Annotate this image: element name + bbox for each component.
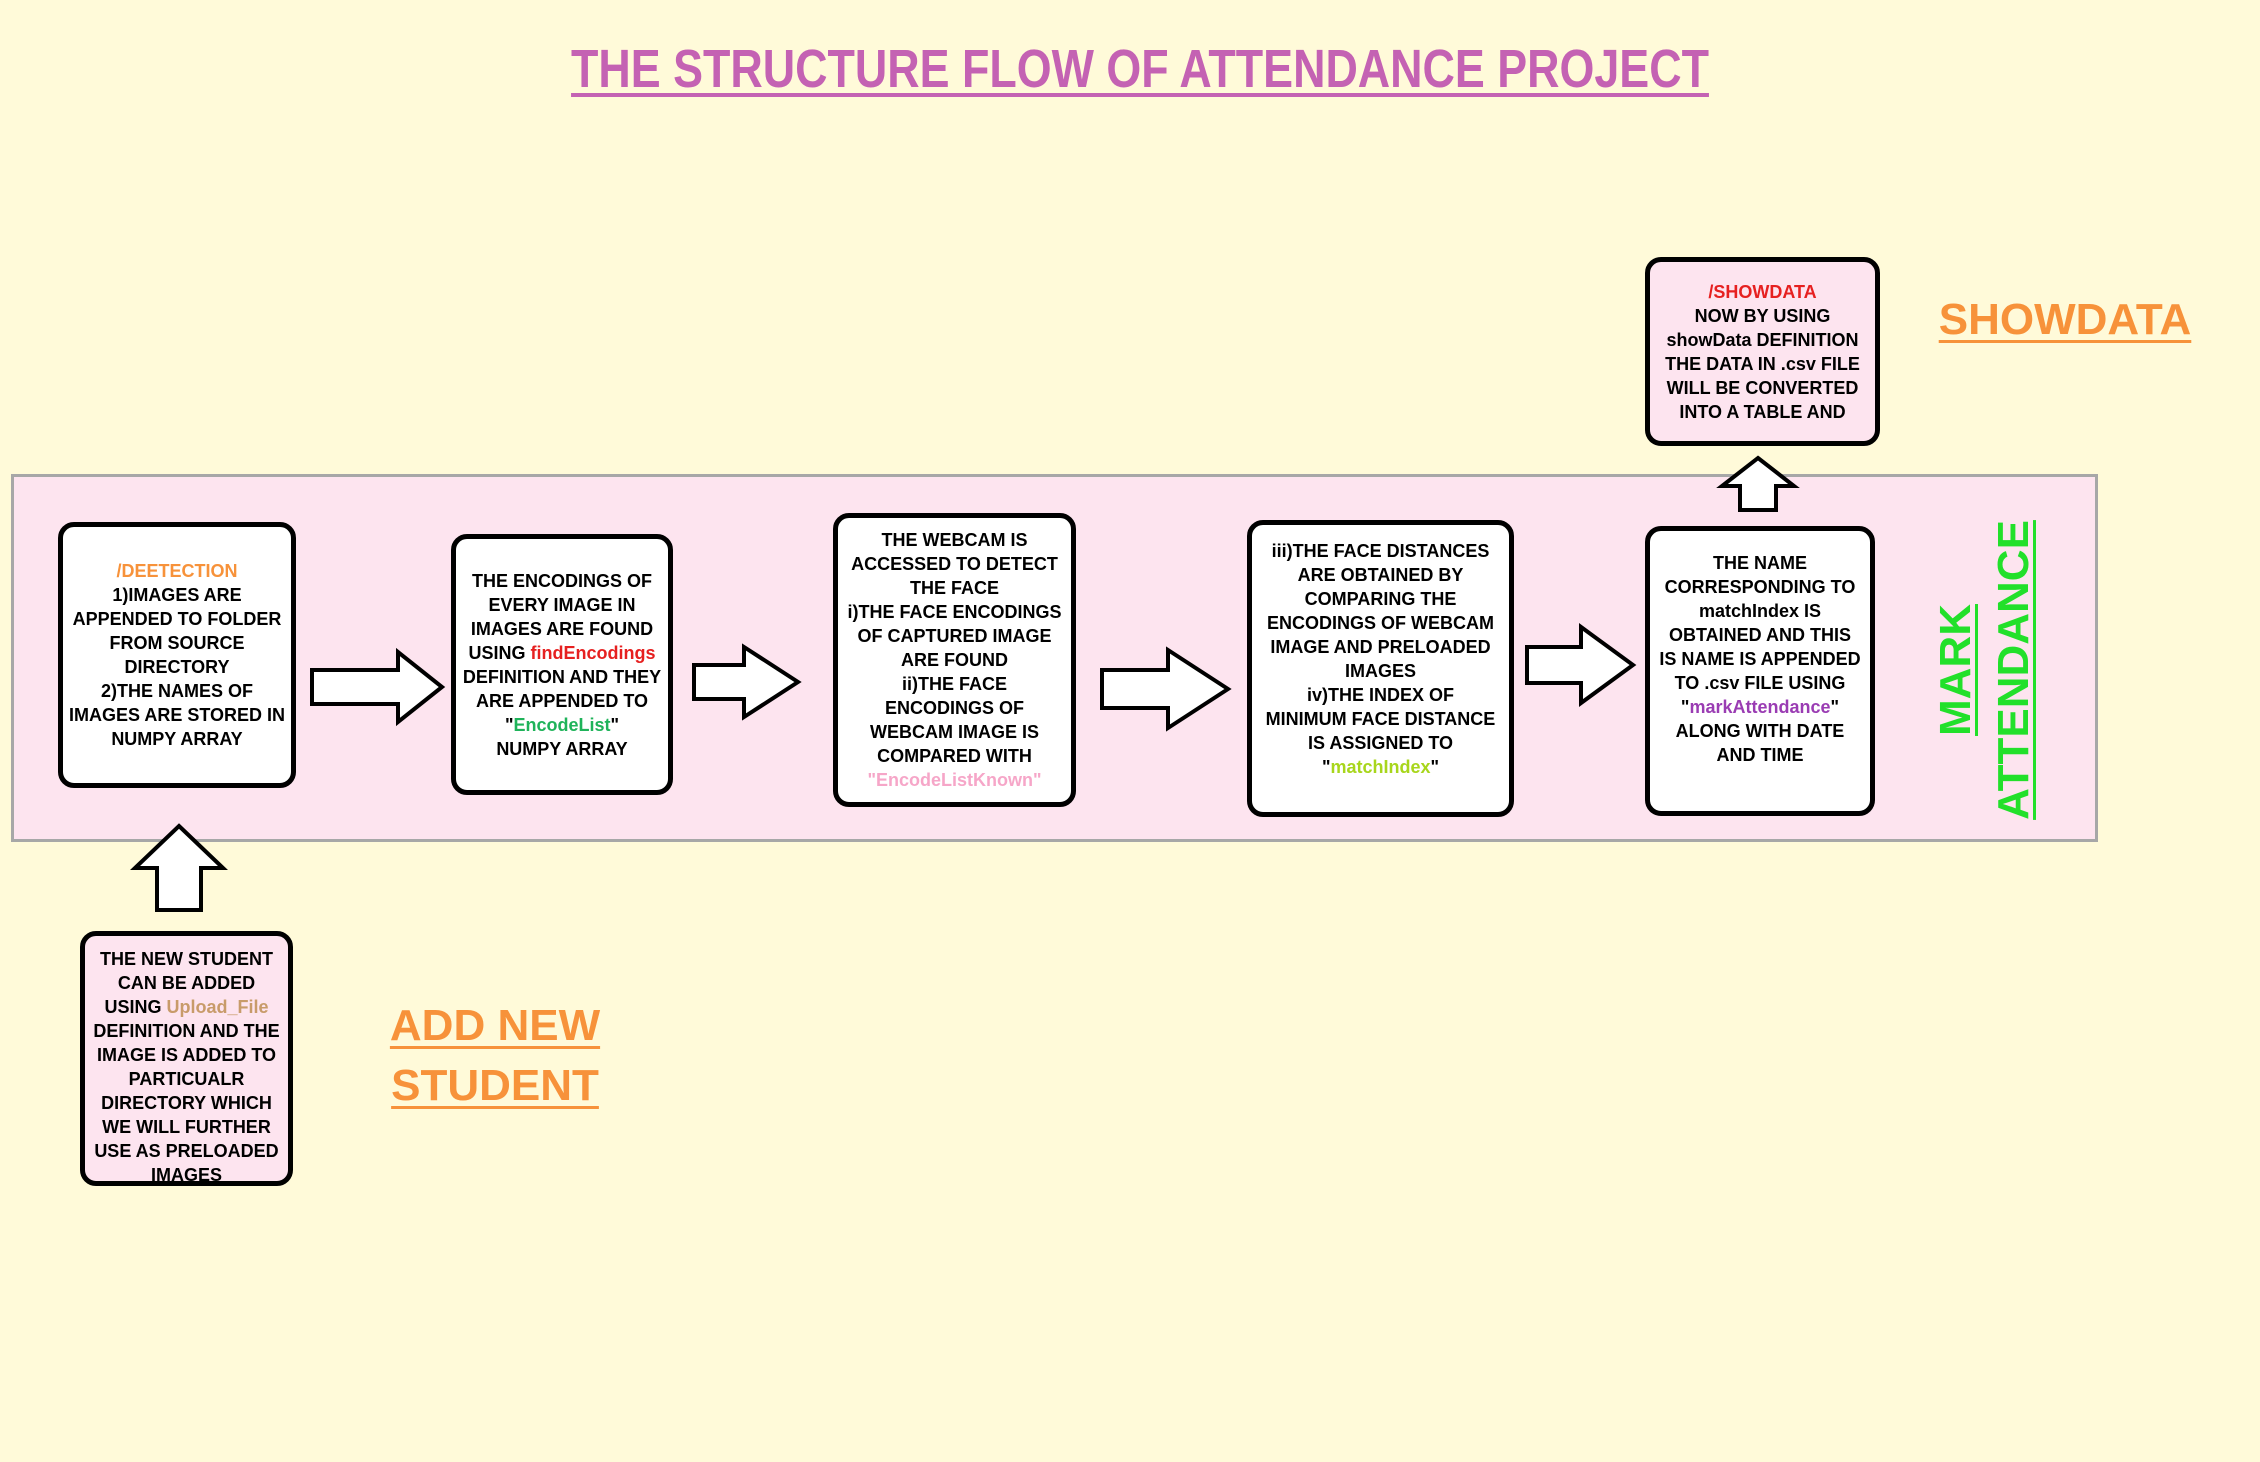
upload-file-function: Upload_File: [166, 997, 269, 1017]
box-line: DEFINITION AND THEY: [462, 666, 662, 687]
box-line: 2)THE NAMES OF: [100, 681, 253, 701]
box-line: "matchIndex": [1322, 755, 1439, 779]
box-line: THE DATA IN .csv FILE: [1665, 354, 1860, 374]
up-arrow-icon: [130, 823, 228, 912]
box-line: NOW BY USING: [1694, 306, 1831, 326]
box-line: iii)THE FACE DISTANCES: [1271, 541, 1490, 561]
box-line: IMAGES: [150, 1165, 222, 1185]
box-line: MINIMUM FACE DISTANCE: [1265, 709, 1496, 729]
box-line: THE NAME: [1713, 553, 1807, 573]
box-line: PARTICUALR: [128, 1069, 245, 1089]
box-line: AND TIME: [1716, 745, 1804, 765]
showdata-box: /SHOWDATA NOW BY USING showData DEFINITI…: [1645, 257, 1880, 446]
box-line: 1)IMAGES ARE: [112, 585, 242, 605]
showdata-route: /SHOWDATA: [1708, 282, 1817, 302]
right-arrow-icon: [1525, 623, 1637, 707]
box-line: THE WEBCAM IS: [881, 530, 1028, 550]
quote: ": [610, 714, 620, 735]
find-encodings-function: findEncodings: [530, 642, 656, 663]
box-line: iv)THE INDEX OF: [1306, 685, 1454, 705]
box-line: OBTAINED AND THIS: [1669, 625, 1851, 645]
box-line: DIRECTORY WHICH: [101, 1093, 272, 1113]
add-label-line: STUDENT: [391, 1061, 599, 1110]
box-text: USING: [468, 642, 531, 663]
encode-list-variable: EncodeList: [513, 714, 611, 735]
box-line: DIRECTORY: [124, 657, 230, 677]
box-line: ARE FOUND: [901, 650, 1008, 670]
showdata-label: SHOWDATA: [1938, 295, 2192, 344]
encode-list-known-variable: "EncodeListKnown": [867, 770, 1042, 790]
add-label-line: ADD NEW: [389, 1001, 601, 1050]
box-line: showData DEFINITION: [1666, 330, 1859, 350]
right-arrow-icon: [1100, 646, 1232, 732]
detection-box: /DEETECTION 1)IMAGES ARE APPENDED TO FOL…: [58, 522, 296, 788]
box-line: APPENDED TO FOLDER: [72, 609, 282, 629]
box-line: COMPARING THE: [1304, 589, 1457, 609]
add-student-box: THE NEW STUDENT CAN BE ADDED USING Uploa…: [80, 931, 293, 1186]
mark-label-line: MARK: [1931, 604, 1980, 736]
detection-route: /DEETECTION: [116, 561, 238, 581]
box-line: IMAGE AND PRELOADED: [1270, 637, 1491, 657]
webcam-box: THE WEBCAM IS ACCESSED TO DETECT THE FAC…: [833, 513, 1076, 807]
box-line: ii)THE FACE: [901, 674, 1007, 694]
box-line: COMPARED WITH: [877, 746, 1032, 766]
box-line: USING Upload_File: [104, 995, 268, 1019]
box-line: TO .csv FILE USING: [1674, 673, 1846, 693]
box-line: matchIndex IS: [1698, 601, 1822, 621]
quote: ": [1321, 757, 1331, 777]
box-line: IMAGE IS ADDED TO: [96, 1045, 276, 1065]
box-line: ARE APPENDED TO: [475, 690, 649, 711]
box-line: ENCODINGS OF: [884, 698, 1024, 718]
right-arrow-icon: [692, 643, 802, 721]
box-line: WEBCAM IMAGE IS: [870, 722, 1039, 742]
box-line: i)THE FACE ENCODINGS: [847, 602, 1062, 622]
box-line: DEFINITION AND THE: [93, 1021, 280, 1041]
box-line: IMAGES ARE STORED IN: [68, 705, 286, 725]
mark-attendance-function: markAttendance: [1689, 697, 1831, 717]
box-line: WILL BE CONVERTED: [1666, 378, 1859, 398]
quote: ": [1430, 757, 1440, 777]
box-line: ALONG WITH DATE: [1675, 721, 1845, 741]
quote: ": [504, 714, 514, 735]
box-line: ENCODINGS OF WEBCAM: [1267, 613, 1494, 633]
box-line: NUMPY ARRAY: [111, 729, 243, 749]
mark-label-line: ATTENDANCE: [1989, 520, 2038, 820]
box-line: IMAGES: [1344, 661, 1416, 681]
quote: ": [1680, 697, 1690, 717]
encodings-box: THE ENCODINGS OF EVERY IMAGE IN IMAGES A…: [451, 534, 673, 795]
box-line: OF CAPTURED IMAGE: [857, 626, 1052, 646]
box-line: CORRESPONDING TO: [1664, 577, 1856, 597]
box-line: FROM SOURCE: [109, 633, 245, 653]
box-line: THE ENCODINGS OF: [471, 570, 652, 591]
box-line: "markAttendance": [1681, 695, 1839, 719]
up-arrow-icon: [1716, 455, 1800, 512]
face-distance-box: iii)THE FACE DISTANCES ARE OBTAINED BY C…: [1247, 520, 1514, 817]
box-line: NUMPY ARRAY: [496, 738, 628, 759]
box-line: ACCESSED TO DETECT: [851, 554, 1058, 574]
box-line: IMAGES ARE FOUND: [470, 618, 654, 639]
box-line: IS ASSIGNED TO: [1307, 733, 1454, 753]
quote: ": [1830, 697, 1840, 717]
add-new-student-label: ADD NEW STUDENT: [360, 996, 630, 1116]
box-line: THE NEW STUDENT: [100, 949, 273, 969]
box-line: INTO A TABLE AND: [1679, 402, 1846, 422]
box-line: USE AS PRELOADED: [94, 1141, 279, 1161]
page-title: THE STRUCTURE FLOW OF ATTENDANCE PROJECT: [571, 39, 1709, 99]
box-line: ARE OBTAINED BY: [1297, 565, 1464, 585]
box-text: USING: [104, 997, 167, 1017]
box-line: WE WILL FURTHER: [102, 1117, 271, 1137]
box-line: USING findEncodings: [468, 641, 655, 665]
match-index-variable: matchIndex: [1330, 757, 1431, 777]
box-line: IS NAME IS APPENDED: [1659, 649, 1861, 669]
right-arrow-icon: [310, 647, 446, 727]
mark-attendance-box: THE NAME CORRESPONDING TO matchIndex IS …: [1645, 526, 1875, 816]
box-line: THE FACE: [909, 578, 999, 598]
box-line: "EncodeList": [505, 713, 619, 737]
box-line: CAN BE ADDED: [117, 973, 256, 993]
box-line: EVERY IMAGE IN: [488, 594, 636, 615]
